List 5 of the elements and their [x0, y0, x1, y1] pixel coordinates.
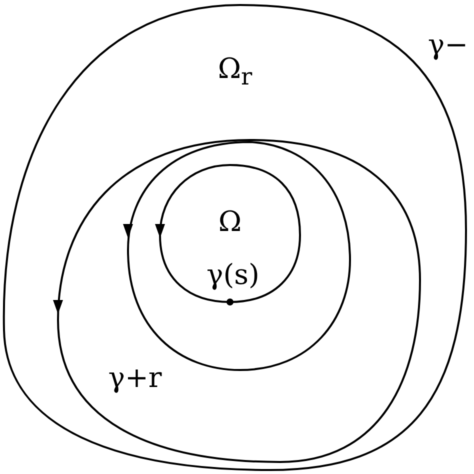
math-label: γ+r: [108, 364, 162, 392]
math-label: Ω: [218, 208, 242, 236]
math-label: γ(s): [206, 261, 260, 289]
math-label: γ−: [428, 31, 468, 59]
math-label: Ω$_{r}$: [218, 55, 252, 89]
